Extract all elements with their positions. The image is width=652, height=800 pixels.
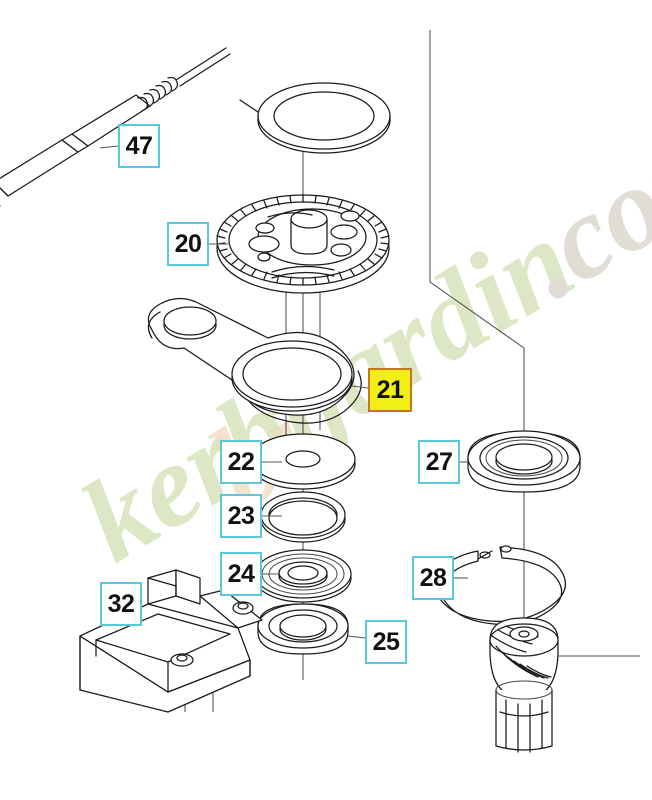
callout-number: 25 — [372, 627, 400, 656]
callout-28[interactable]: 28 — [412, 556, 454, 600]
callout-27[interactable]: 27 — [418, 440, 460, 484]
callout-number: 20 — [174, 229, 202, 258]
callout-32[interactable]: 32 — [100, 582, 142, 626]
part-bevel-pinion-gear — [489, 617, 640, 753]
callout-number: 47 — [125, 131, 153, 160]
callout-25[interactable]: 25 — [365, 620, 407, 664]
part-ball-bearing-lower — [257, 603, 366, 655]
callout-number: 27 — [425, 447, 453, 476]
part-top-ring — [239, 82, 391, 154]
part-retaining-circlip — [433, 545, 567, 626]
callout-47[interactable]: 47 — [118, 124, 160, 168]
part-ball-bearing-upper — [460, 430, 581, 493]
callout-20[interactable]: 20 — [167, 222, 209, 266]
callout-number: 22 — [227, 447, 255, 476]
callout-23[interactable]: 23 — [220, 494, 262, 538]
callout-number: 24 — [227, 559, 255, 588]
callout-21[interactable]: 21 — [368, 368, 412, 412]
part-lever-arm — [147, 297, 369, 424]
part-spur-gear — [209, 194, 390, 294]
callout-22[interactable]: 22 — [220, 440, 262, 484]
callout-number: 21 — [376, 375, 404, 404]
part-thrust-bearing — [254, 549, 352, 603]
part-control-cable — [0, 47, 231, 207]
callout-24[interactable]: 24 — [220, 552, 262, 596]
callout-number: 28 — [419, 563, 447, 592]
part-flat-washer — [250, 433, 356, 490]
callout-number: 23 — [227, 501, 255, 530]
part-thin-ring — [260, 491, 346, 543]
callout-number: 32 — [107, 589, 135, 618]
